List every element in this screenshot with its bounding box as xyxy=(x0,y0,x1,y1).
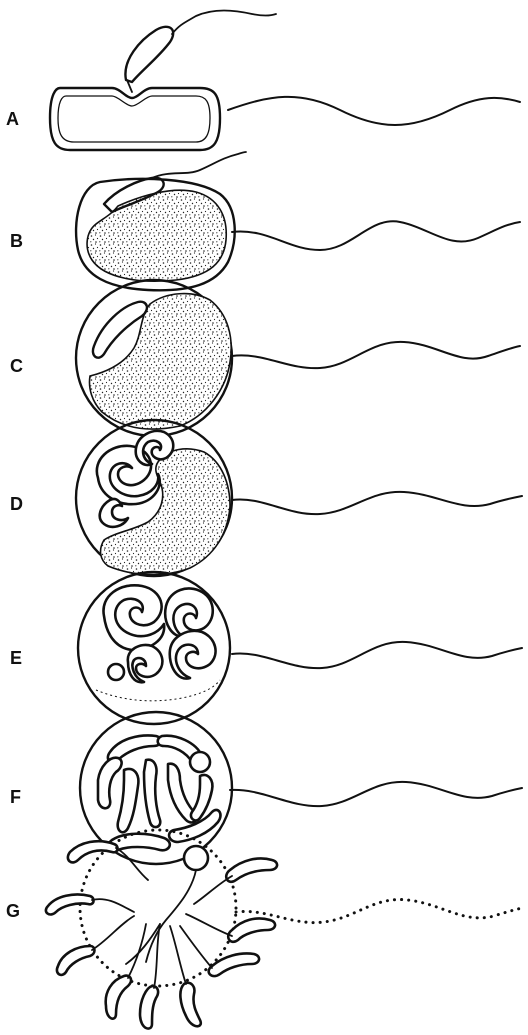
stage-b-illustration xyxy=(76,152,520,290)
released-progeny-flagellum xyxy=(186,914,232,936)
progeny-rod xyxy=(118,769,139,832)
released-progeny-flagellum xyxy=(92,899,134,912)
progeny-cyst xyxy=(190,752,210,772)
stage-c-illustration xyxy=(76,280,520,436)
lysed-host-cell-ghost xyxy=(80,830,236,986)
stage-label-b: B xyxy=(10,231,23,251)
host-protoplast xyxy=(90,294,232,429)
coiled-progeny xyxy=(165,588,213,636)
host-flagellum xyxy=(232,642,522,668)
host-protoplast xyxy=(87,190,226,281)
released-progeny-flagellum xyxy=(180,926,212,968)
stage-e-illustration xyxy=(78,572,522,724)
stage-label-f: F xyxy=(10,787,21,807)
vibrio-flagellum xyxy=(152,152,246,178)
host-flagellum xyxy=(228,97,520,125)
progeny-cyst xyxy=(108,664,124,680)
released-progeny-flagellum xyxy=(170,926,186,984)
coiled-progeny xyxy=(103,585,164,650)
released-progeny xyxy=(180,983,200,1027)
stage-label-a: A xyxy=(6,109,19,129)
rod-bacterium-inner-wall xyxy=(58,96,210,142)
released-progeny xyxy=(106,976,131,1019)
stage-d-illustration xyxy=(76,420,522,576)
released-progeny-flagellum xyxy=(92,916,134,950)
released-progeny-flagellum xyxy=(194,876,232,904)
progeny-rod xyxy=(144,760,160,827)
released-progeny-flagellum xyxy=(128,924,146,978)
released-cyst xyxy=(184,846,208,870)
released-progeny xyxy=(226,858,277,881)
released-progeny xyxy=(209,954,259,977)
coiled-parasite-filament xyxy=(97,446,160,504)
released-progeny xyxy=(140,986,158,1029)
stage-g-illustration xyxy=(46,830,522,1029)
progeny-rod xyxy=(98,758,122,809)
stage-label-g: G xyxy=(6,901,20,921)
stage-label-c: C xyxy=(10,356,23,376)
stage-label-d: D xyxy=(10,494,23,514)
attaching-vibrio xyxy=(125,27,173,82)
released-progeny xyxy=(46,894,94,914)
stage-a-illustration xyxy=(50,11,520,151)
lysed-host-flagellum xyxy=(236,900,522,923)
host-flagellum xyxy=(230,782,522,806)
rod-bacterium-cell xyxy=(50,88,220,150)
host-flagellum xyxy=(232,221,520,250)
released-progeny-flagellum xyxy=(126,924,160,964)
coiled-progeny xyxy=(170,631,216,679)
host-flagellum xyxy=(232,492,522,514)
released-progeny xyxy=(68,841,118,862)
residual-cytoplasm xyxy=(96,680,220,701)
released-progeny xyxy=(57,946,95,975)
stage-f-illustration xyxy=(80,712,522,864)
coiled-progeny xyxy=(128,645,163,682)
host-flagellum xyxy=(232,342,520,368)
vibrio-flagellum xyxy=(172,11,276,35)
stage-label-e: E xyxy=(10,648,22,668)
